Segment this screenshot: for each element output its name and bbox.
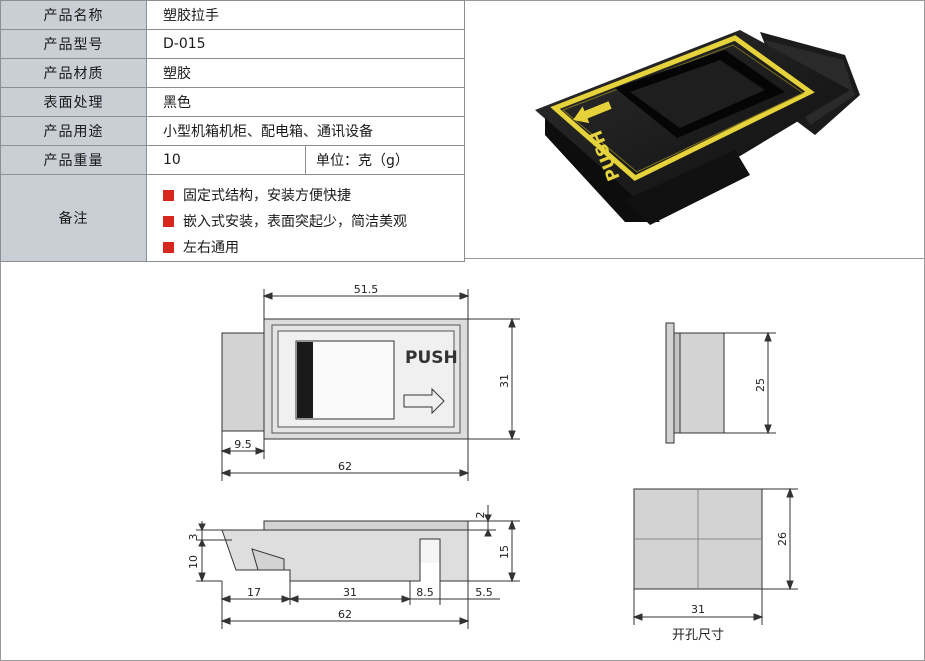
weight-unit: 单位：克（g）: [305, 145, 465, 175]
bullet-square-icon: [163, 242, 174, 253]
side-view: [665, 322, 776, 444]
spec-row-usage: 产品用途 小型机箱机柜、配电箱、通讯设备: [0, 116, 465, 146]
dim-cutout-height: 26: [776, 532, 789, 546]
dim-bottom-top: 2: [474, 512, 487, 519]
yellow-frame: [550, 35, 815, 181]
dim-bottom-seg4: 5.5: [475, 586, 493, 599]
dim-bottom-seg2: 31: [343, 586, 357, 599]
dim-cutout-width: 31: [691, 603, 705, 616]
bullet-square-icon: [163, 190, 174, 201]
arrow-icon: [573, 101, 612, 124]
dim-bottom-left-b: 10: [187, 555, 200, 569]
spec-table: 产品名称 塑胶拉手 产品型号 D-015 产品材质 塑胶 表面处理 黑色 产品用…: [0, 0, 465, 262]
front-view: [220, 289, 520, 481]
spec-value: 小型机箱机柜、配电箱、通讯设备: [146, 116, 465, 146]
dim-front-offset: 9.5: [234, 438, 252, 451]
front-grip: [297, 342, 313, 418]
spec-label: 备注: [0, 174, 147, 262]
vertical-divider: [464, 0, 465, 258]
dim-bottom-total: 62: [338, 608, 352, 621]
spec-row-finish: 表面处理 黑色: [0, 87, 465, 117]
product-photo: PUSH: [535, 30, 860, 225]
dim-bottom-seg3: 8.5: [416, 586, 434, 599]
spec-row-material: 产品材质 塑胶: [0, 58, 465, 88]
spec-value: D-015: [146, 29, 465, 59]
dim-front-width: 51.5: [354, 283, 379, 296]
spec-label: 产品材质: [0, 58, 147, 88]
bullet-square-icon: [163, 216, 174, 227]
dim-bottom-left-a: 3: [187, 534, 200, 541]
spec-value: 塑胶拉手: [146, 0, 465, 30]
spec-value: 黑色: [146, 87, 465, 117]
spec-row-name: 产品名称 塑胶拉手: [0, 0, 465, 30]
cutout-view: [632, 487, 798, 625]
spec-label: 产品名称: [0, 0, 147, 30]
dim-side-height: 25: [754, 378, 767, 392]
spec-row-weight: 产品重量 10 单位：克（g）: [0, 145, 465, 175]
cutout-caption: 开孔尺寸: [672, 628, 724, 643]
spec-row-notes: 备注 固定式结构，安装方便快捷 嵌入式安装，表面突起少，简洁美观 左右通用: [0, 174, 465, 262]
spec-label: 产品型号: [0, 29, 147, 59]
notes-list: 固定式结构，安装方便快捷 嵌入式安装，表面突起少，简洁美观 左右通用: [147, 175, 464, 261]
dim-bottom-right: 15: [498, 545, 511, 559]
front-push-label: PUSH: [405, 348, 458, 368]
technical-drawing: 51.5 31 9.5 62 PUSH 25 2 3 10 15 17 31 8…: [187, 283, 798, 643]
spec-label: 产品用途: [0, 116, 147, 146]
spec-label: 产品重量: [0, 145, 147, 175]
spec-value: 10: [146, 145, 306, 175]
note-item: 固定式结构，安装方便快捷: [163, 183, 464, 209]
spec-label: 表面处理: [0, 87, 147, 117]
note-item: 左右通用: [163, 235, 464, 261]
note-item: 嵌入式安装，表面突起少，简洁美观: [163, 209, 464, 235]
spec-row-model: 产品型号 D-015: [0, 29, 465, 59]
dim-front-height: 31: [498, 374, 511, 388]
bottom-view: [196, 505, 520, 629]
spec-value: 塑胶: [146, 58, 465, 88]
dim-front-total: 62: [338, 460, 352, 473]
front-arrow-icon: [403, 387, 445, 415]
dim-bottom-seg1: 17: [247, 586, 261, 599]
